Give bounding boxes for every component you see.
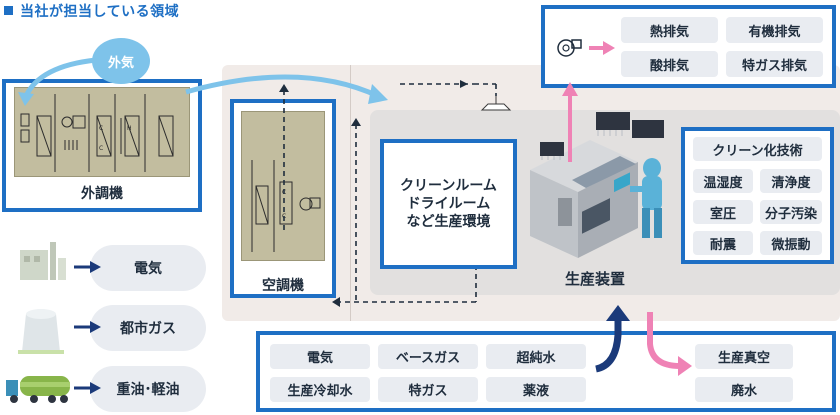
building-partition — [350, 65, 351, 321]
exhaust-item: 有機排気 — [726, 17, 823, 43]
production-equipment-illustration — [530, 112, 664, 258]
supply-arrow — [595, 305, 630, 373]
control-item: 耐震 — [693, 231, 753, 255]
legend-label: 当社が担当している領域 — [20, 4, 180, 20]
clean-technology-box: クリーン化技術 温湿度 清浄度 室圧 分子汚染 耐震 微振動 — [681, 127, 834, 264]
exhaust-item: 熱排気 — [621, 17, 718, 43]
supply-item: 生産冷却水 — [270, 377, 370, 402]
air-conditioner-machine: C C — [241, 111, 325, 261]
svg-text:C: C — [99, 145, 103, 152]
svg-text:H: H — [127, 125, 132, 132]
energy-item: 電気 — [90, 245, 206, 291]
supply-utilities-box: 電気 ベースガス 超純水 生産冷却水 特ガス 薬液 生産真空 廃水 — [256, 331, 836, 412]
environment-line-3: など生産環境 — [406, 214, 491, 230]
outdoor-unit-box: C H C 外調機 — [2, 79, 202, 212]
control-item: 微振動 — [760, 231, 822, 255]
outdoor-unit-diagram: C H C — [20, 94, 174, 172]
air-conditioner-box: C C 空調機 — [230, 99, 336, 298]
output-arrow — [647, 312, 692, 376]
supply-item: 薬液 — [486, 377, 586, 402]
energy-arrow — [74, 382, 101, 394]
exhaust-item: 特ガス排気 — [726, 51, 823, 77]
supply-item: ベースガス — [378, 344, 478, 369]
clean-environment-box: クリーンルーム ドライルーム など生産環境 — [380, 139, 517, 269]
tanker-truck-icon — [6, 376, 70, 403]
environment-line-2: ドライルーム — [406, 196, 491, 212]
supply-item: 特ガス — [378, 377, 478, 402]
outdoor-unit-label: 外調機 — [81, 186, 123, 202]
exhaust-up-arrow — [562, 82, 578, 162]
control-item: 室圧 — [693, 200, 753, 224]
production-equipment-label: 生産装置 — [564, 270, 625, 288]
energy-arrow — [74, 321, 101, 333]
output-item: 生産真空 — [695, 344, 793, 369]
clean-technology-title: クリーン化技術 — [693, 137, 822, 161]
supply-item: 超純水 — [486, 344, 586, 369]
legend-marker — [4, 6, 13, 15]
control-item: 清浄度 — [760, 169, 822, 193]
exhaust-fan-icon — [557, 39, 582, 57]
control-item: 分子汚染 — [760, 200, 822, 224]
energy-arrow — [74, 261, 101, 273]
exhaust-box: 熱排気 有機排気 酸排気 特ガス排気 — [541, 5, 836, 88]
supply-item: 電気 — [270, 344, 370, 369]
environment-line-1: クリーンルーム — [400, 178, 497, 194]
svg-text:C: C — [99, 125, 103, 132]
energy-item: 重油･軽油 — [90, 366, 206, 412]
gas-tank-icon — [18, 309, 64, 354]
exhaust-out-arrow — [589, 41, 615, 55]
power-plant-icon — [20, 242, 66, 280]
energy-item: 都市ガス — [90, 305, 206, 351]
air-conditioner-label: 空調機 — [262, 278, 304, 294]
outdoor-unit-machine: C H C — [14, 87, 190, 177]
control-item: 温湿度 — [693, 169, 753, 193]
output-item: 廃水 — [695, 377, 793, 402]
outside-air-bubble: 外気 — [92, 38, 150, 84]
exhaust-item: 酸排気 — [621, 51, 718, 77]
